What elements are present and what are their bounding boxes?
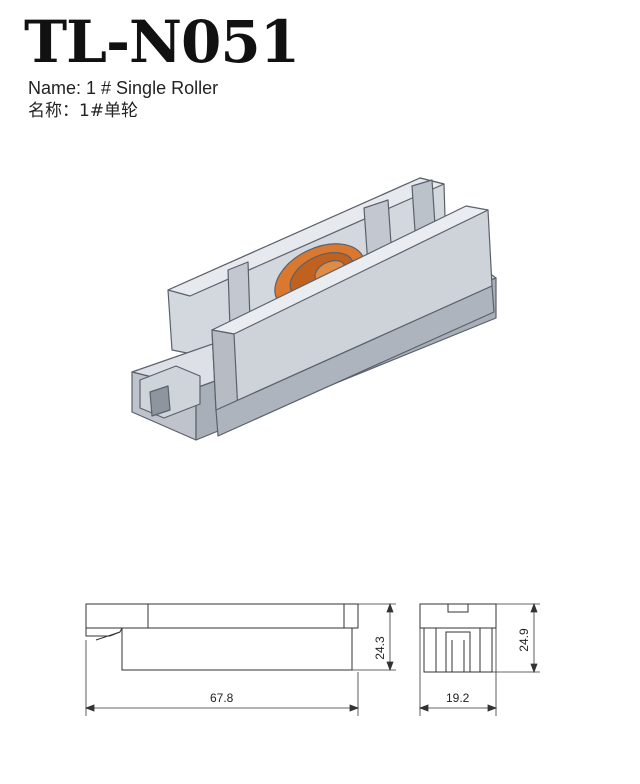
front-wall-lower: [215, 285, 495, 437]
dim-length: 67.8: [210, 691, 234, 705]
end-slot: [149, 385, 171, 417]
dim-width: 19.2: [446, 691, 470, 705]
product-code-title: TL-N051: [24, 8, 300, 76]
product-name-chinese: 名称：1#单轮: [28, 101, 139, 121]
dim-height-end: 24.9: [517, 628, 531, 652]
side-view: [85, 603, 359, 671]
end-view: [419, 603, 497, 673]
product-name-english: Name: 1 # Single Roller: [28, 78, 219, 98]
dim-height-side: 24.3: [373, 636, 387, 660]
